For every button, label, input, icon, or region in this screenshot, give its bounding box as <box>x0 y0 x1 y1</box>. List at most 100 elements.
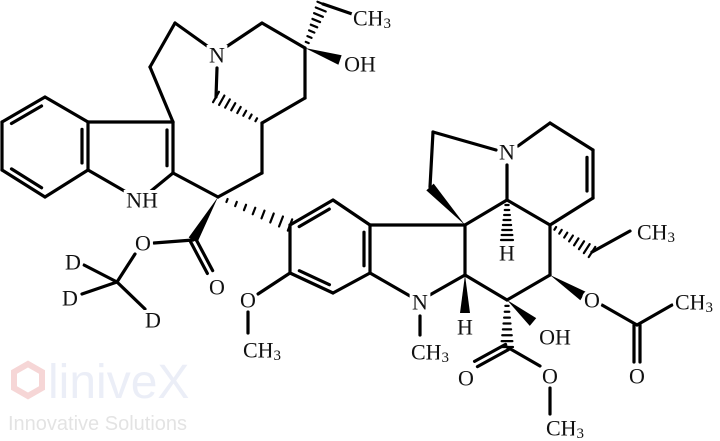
atom-labels: CH3 N OH NH O O D D D O CH3 N CH3 H N H … <box>59 3 716 441</box>
hashed-bond <box>236 105 242 115</box>
bond <box>463 273 509 302</box>
atom-o-acetoxy: O <box>584 288 600 313</box>
double-bond <box>194 236 215 273</box>
hashed-bond <box>313 12 324 18</box>
atom-h-mid: H <box>499 241 515 266</box>
bond <box>138 171 175 202</box>
hashed-bond <box>224 98 231 109</box>
double-bond <box>475 348 511 369</box>
bond <box>216 171 264 199</box>
hashed-bond <box>225 197 229 204</box>
hashed-bond <box>248 113 253 120</box>
bonds <box>0 0 674 416</box>
hashed-bond <box>251 206 257 216</box>
bond <box>428 130 435 189</box>
bond <box>171 171 220 199</box>
atom-oh-top: OH <box>344 52 376 77</box>
atom-d2: D <box>62 286 78 311</box>
hashed-bond <box>242 109 248 117</box>
bond <box>516 121 552 148</box>
bond <box>426 273 467 298</box>
double-bond <box>472 342 508 363</box>
bond <box>256 271 292 296</box>
hashed-bond <box>218 94 226 107</box>
watermark-tagline: Innovative Solutions <box>8 413 187 435</box>
wedge-bond <box>507 300 537 326</box>
hashed-bond <box>306 35 313 39</box>
bond <box>635 303 674 327</box>
hashed-bond <box>304 40 310 45</box>
atom-ch3-ethyl: CH3 <box>637 220 675 247</box>
bond <box>82 263 119 284</box>
bond <box>115 280 147 311</box>
hashed-bond <box>577 240 586 251</box>
atom-ch3-acetyl: CH3 <box>675 290 713 317</box>
bond <box>173 21 219 55</box>
bond <box>148 65 175 124</box>
bond <box>505 198 552 227</box>
atom-o-carbonyl-left: O <box>209 275 225 300</box>
hashed-bond <box>254 117 259 123</box>
bond <box>43 168 90 199</box>
wedge-bond <box>550 275 586 301</box>
atom-n-top: N <box>209 43 225 68</box>
bond <box>288 198 335 227</box>
bond <box>148 21 177 69</box>
watermark-logo <box>11 360 45 400</box>
double-bond <box>297 207 331 229</box>
hashed-bond <box>307 29 316 34</box>
bond <box>260 96 307 125</box>
bond <box>215 21 264 55</box>
atom-ch3-top: CH3 <box>353 6 391 33</box>
atom-o-carbonyl-right: O <box>458 366 474 391</box>
bond <box>431 130 498 152</box>
atom-o-methoxy: O <box>240 288 256 313</box>
atom-o-acetyl-carbonyl: O <box>629 364 645 389</box>
hashed-bond <box>277 215 285 228</box>
atom-ch3-nmethyl: CH3 <box>411 340 449 367</box>
atom-d1: D <box>65 250 81 275</box>
bond <box>0 95 47 124</box>
bond <box>260 21 307 50</box>
atom-n-vindoline: N <box>412 290 428 315</box>
bond <box>43 95 90 124</box>
bond <box>548 121 595 152</box>
hashed-bond <box>568 234 574 243</box>
bond <box>368 271 412 298</box>
atom-nh: NH <box>126 188 158 213</box>
bond <box>463 198 509 227</box>
bond <box>600 303 639 327</box>
bond <box>80 280 119 296</box>
hashed-bond <box>230 102 237 112</box>
wedge-bond <box>460 275 470 313</box>
bond <box>0 168 47 199</box>
hashed-bond <box>314 6 327 13</box>
atom-h-lower: H <box>457 315 473 340</box>
hashed-bond <box>269 212 275 224</box>
bond <box>288 271 335 295</box>
atom-oh-lower: OH <box>539 325 571 350</box>
hashed-bond <box>311 17 322 24</box>
hashed-bond <box>234 200 238 208</box>
atom-o-ester: O <box>135 231 151 256</box>
bond <box>590 229 632 254</box>
hashed-bond <box>582 243 591 255</box>
bond <box>505 273 552 302</box>
atom-ch3-methoxy: CH3 <box>243 338 281 365</box>
watermark: liniveX Innovative Solutions <box>8 356 189 435</box>
double-bond <box>9 167 44 190</box>
bond <box>331 198 372 227</box>
hashed-bond <box>309 23 319 29</box>
double-bond <box>297 269 332 287</box>
bond <box>331 271 372 295</box>
hashed-bond <box>558 228 563 235</box>
bond <box>152 238 195 245</box>
wedge-bond <box>188 197 218 243</box>
bond <box>214 66 219 99</box>
double-bond <box>188 239 209 276</box>
atom-ch3-ester: CH3 <box>546 416 584 441</box>
bond <box>115 252 137 284</box>
bond <box>548 196 595 227</box>
